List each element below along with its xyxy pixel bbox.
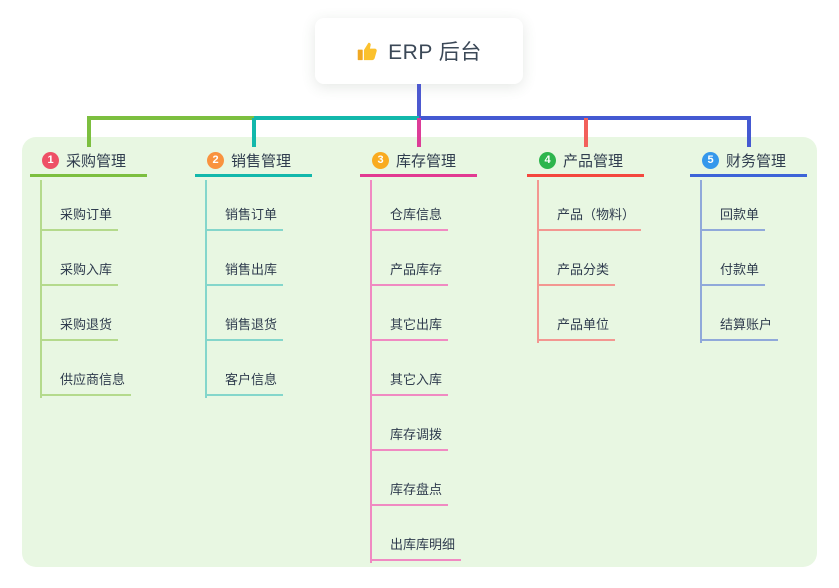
child-node[interactable]: 采购订单 xyxy=(40,205,119,231)
branch-label: 财务管理 xyxy=(726,153,787,170)
branch-child-connector-line xyxy=(205,180,207,398)
branch-label: 库存管理 xyxy=(396,153,457,170)
branch-number-badge: 1 xyxy=(42,152,59,169)
branch-child-connector-line xyxy=(40,180,42,398)
child-node[interactable]: 客户信息 xyxy=(205,370,284,396)
rail-segment-green xyxy=(87,116,254,120)
child-node[interactable]: 付款单 xyxy=(700,260,766,286)
branch-drop-line xyxy=(747,118,751,147)
root-connector-line xyxy=(417,84,421,118)
branch-label: 销售管理 xyxy=(231,153,292,170)
branch-child-connector-line xyxy=(370,180,372,563)
branch-number-badge: 5 xyxy=(702,152,719,169)
rail-segment-teal xyxy=(254,116,419,120)
branch-node[interactable]: 4 产品管理 xyxy=(527,147,644,177)
branch-label: 产品管理 xyxy=(563,153,624,170)
branch-node[interactable]: 2 销售管理 xyxy=(195,147,312,177)
child-node[interactable]: 产品分类 xyxy=(537,260,616,286)
branch-drop-line xyxy=(87,118,91,147)
child-node[interactable]: 仓库信息 xyxy=(370,205,449,231)
root-title: ERP 后台 xyxy=(388,41,482,64)
child-node[interactable]: 销售退货 xyxy=(205,315,284,341)
branch-drop-line xyxy=(252,118,256,147)
branch-child-connector-line xyxy=(700,180,702,343)
child-node[interactable]: 销售订单 xyxy=(205,205,284,231)
branch-node[interactable]: 5 财务管理 xyxy=(690,147,807,177)
child-node[interactable]: 产品库存 xyxy=(370,260,449,286)
child-node[interactable]: 出库库明细 xyxy=(370,535,462,561)
child-node[interactable]: 产品（物料） xyxy=(537,205,642,231)
branch-number-badge: 2 xyxy=(207,152,224,169)
branch-number-badge: 4 xyxy=(539,152,556,169)
child-node[interactable]: 库存盘点 xyxy=(370,480,449,506)
root-node[interactable]: ERP 后台 xyxy=(315,18,523,84)
mindmap-panel xyxy=(22,137,817,567)
child-node[interactable]: 库存调拨 xyxy=(370,425,449,451)
child-node[interactable]: 销售出库 xyxy=(205,260,284,286)
branch-number-badge: 3 xyxy=(372,152,389,169)
branch-node[interactable]: 3 库存管理 xyxy=(360,147,477,177)
child-node[interactable]: 采购入库 xyxy=(40,260,119,286)
child-node[interactable]: 采购退货 xyxy=(40,315,119,341)
branch-drop-line xyxy=(584,118,588,147)
child-node[interactable]: 产品单位 xyxy=(537,315,616,341)
thumbs-up-icon xyxy=(357,42,377,60)
branch-label: 采购管理 xyxy=(66,153,127,170)
child-node[interactable]: 其它入库 xyxy=(370,370,449,396)
branch-node[interactable]: 1 采购管理 xyxy=(30,147,147,177)
child-node[interactable]: 结算账户 xyxy=(700,315,779,341)
branch-child-connector-line xyxy=(537,180,539,343)
child-node[interactable]: 其它出库 xyxy=(370,315,449,341)
child-node[interactable]: 回款单 xyxy=(700,205,766,231)
child-node[interactable]: 供应商信息 xyxy=(40,370,132,396)
branch-drop-line xyxy=(417,118,421,147)
